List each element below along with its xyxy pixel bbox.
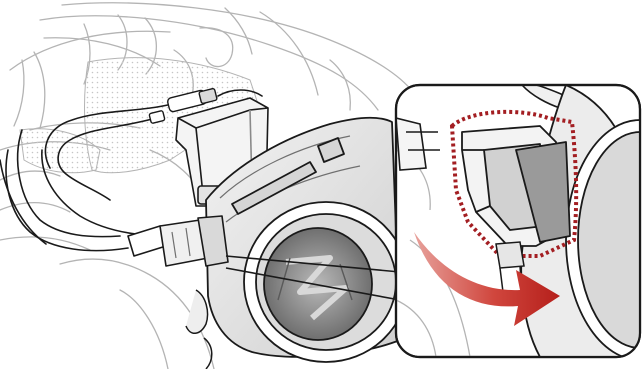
mount-clip [186,290,212,369]
detail-callout [396,85,643,360]
cable-plug [128,216,228,266]
